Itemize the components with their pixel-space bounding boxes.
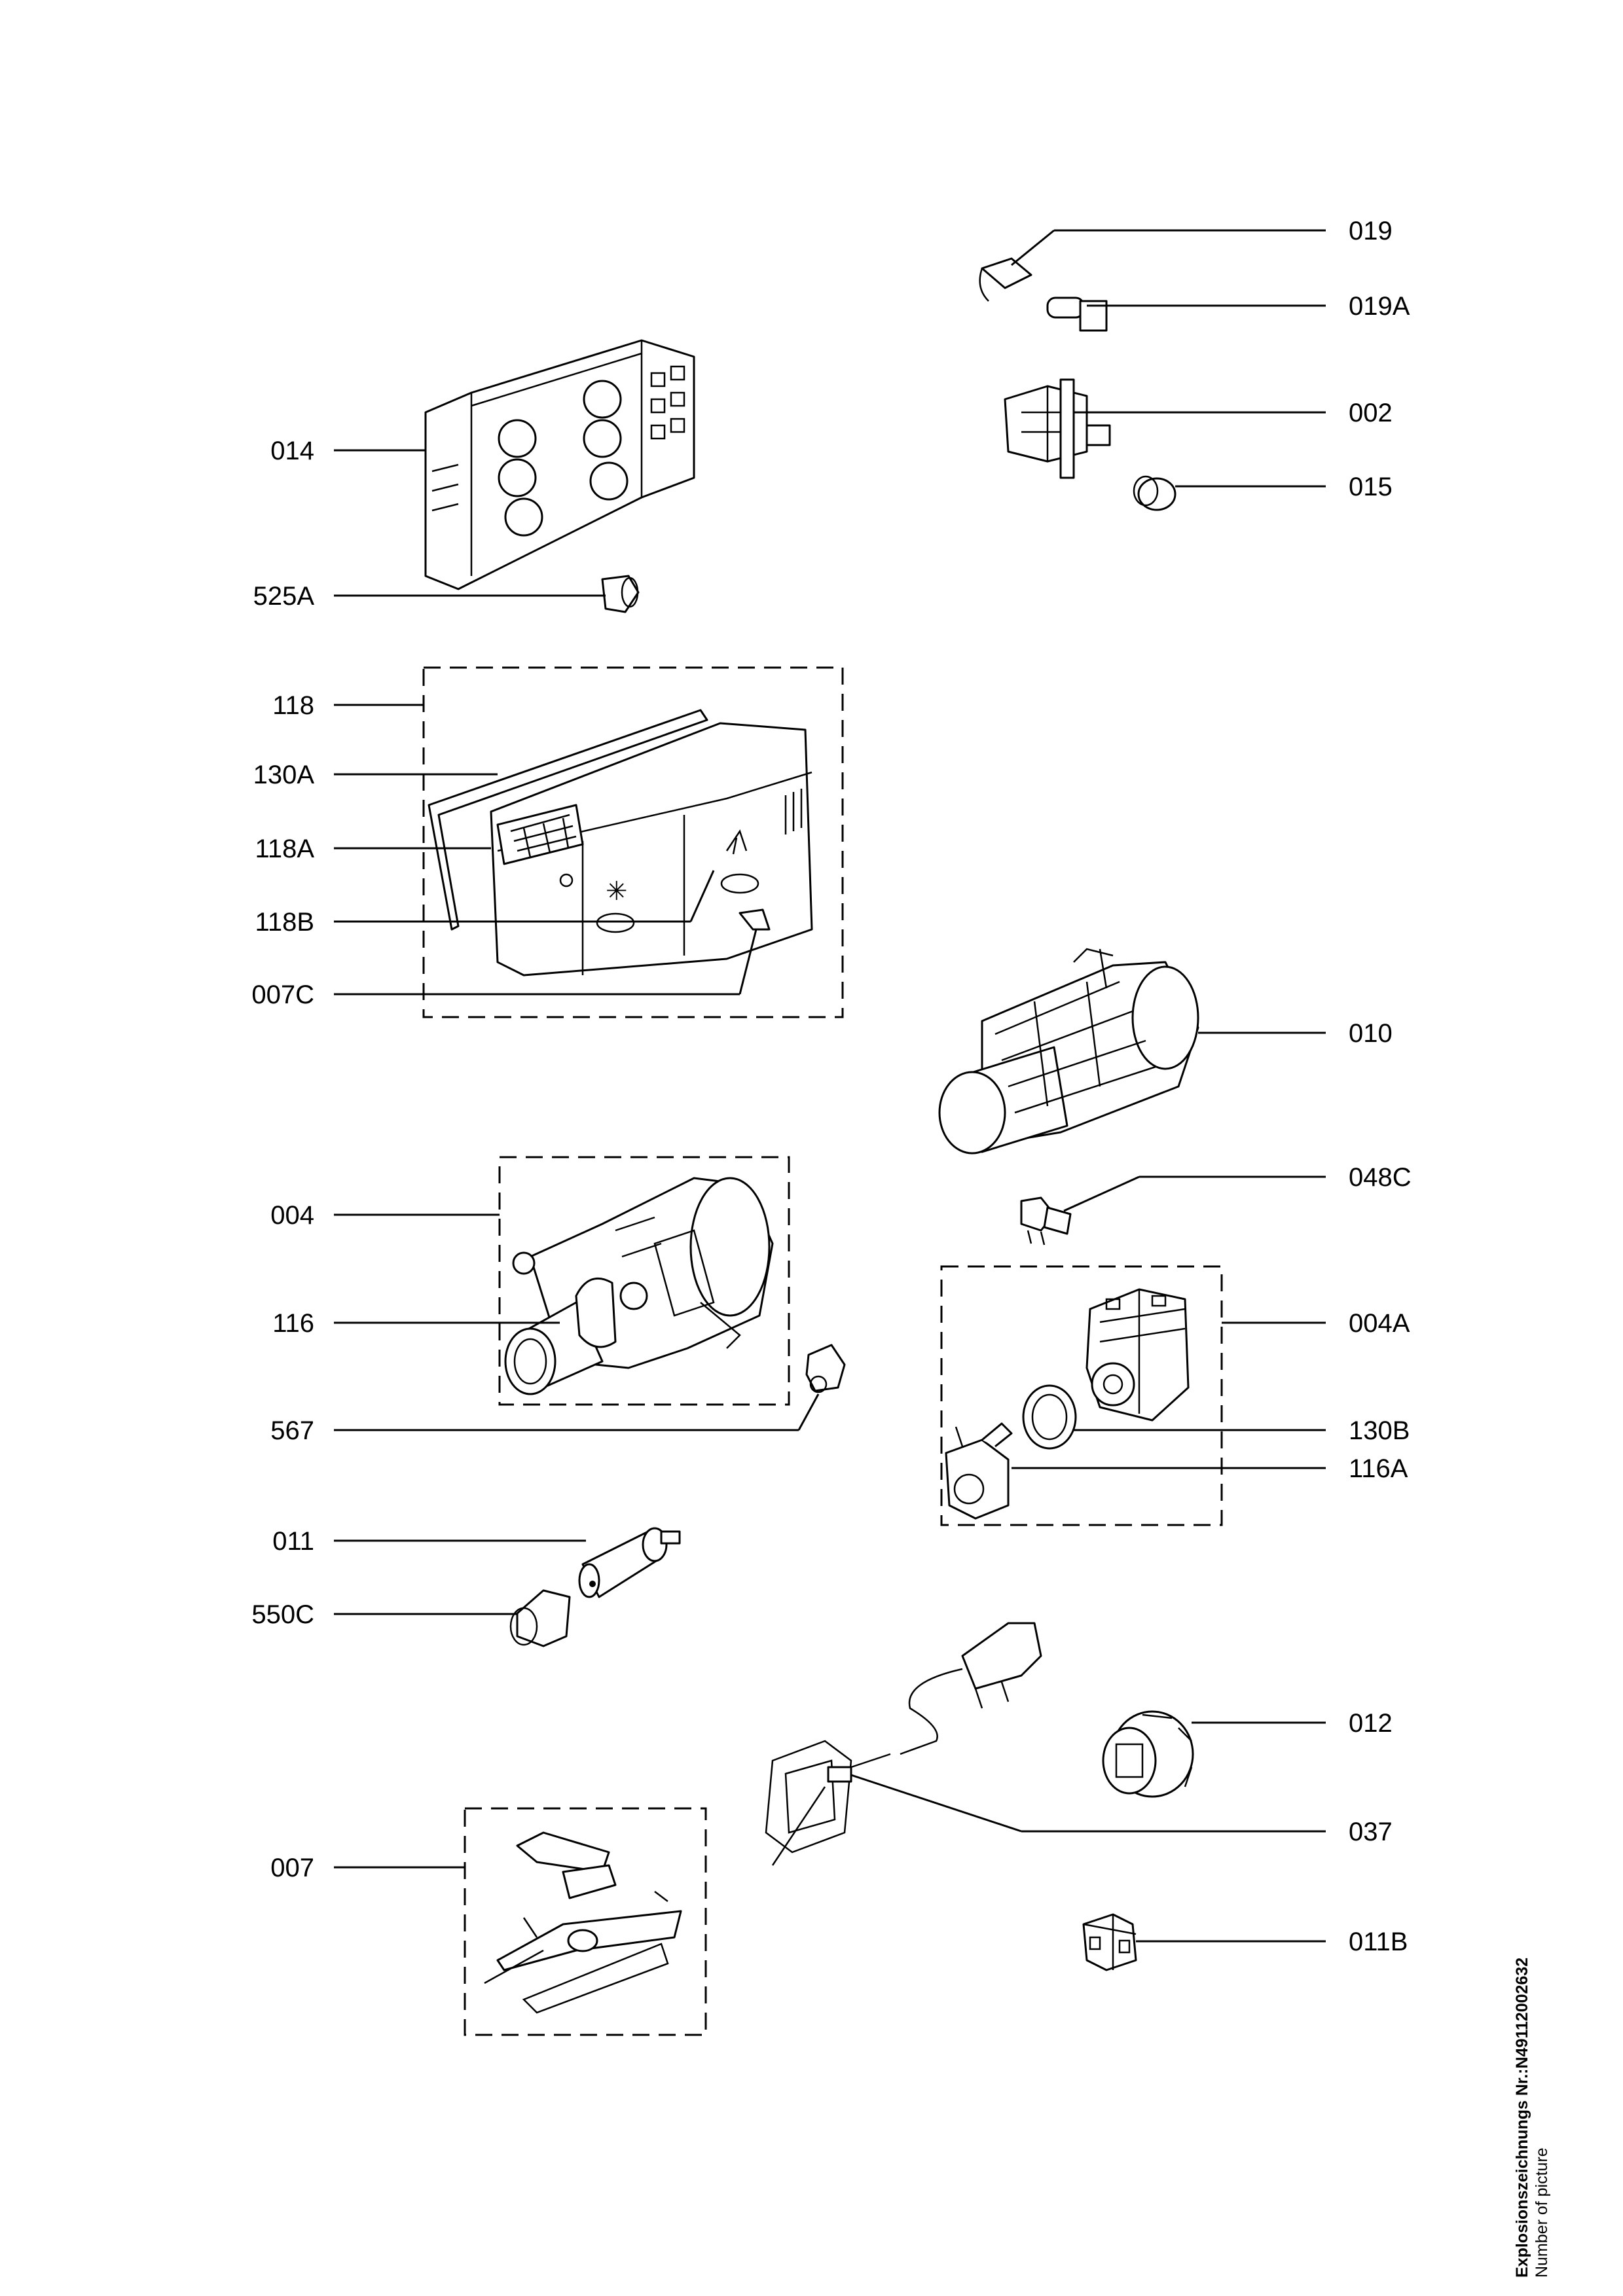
label-002: 002	[1349, 399, 1393, 427]
label-015: 015	[1349, 473, 1393, 501]
label-011: 011	[272, 1527, 314, 1556]
part-011b-relay	[1082, 1913, 1137, 1971]
caption-subtitle: Number of picture	[1533, 2147, 1551, 2278]
label-118b: 118B	[255, 908, 314, 937]
group-box-007	[464, 1807, 707, 2036]
caption-drawing-number: Explosionszeichnungs Nr.:N49112002632	[1513, 1957, 1531, 2278]
label-525a: 525A	[253, 582, 315, 611]
label-010: 010	[1349, 1019, 1393, 1048]
part-007-spray-arm	[484, 1831, 682, 2014]
part-010-heater	[938, 948, 1199, 1155]
part-labels: 019 019A 002 015 014 525A 118 130A 118A …	[251, 217, 1411, 1956]
picture-number-caption: Explosionszeichnungs Nr.:N49112002632 Nu…	[1512, 1958, 1552, 2278]
label-567: 567	[270, 1416, 314, 1445]
part-048c-sensor	[1020, 1196, 1072, 1246]
part-004a-unit	[1085, 1288, 1190, 1422]
svg-text:✳: ✳	[606, 877, 628, 906]
label-116: 116	[272, 1309, 314, 1338]
label-550c: 550C	[251, 1600, 314, 1629]
label-048c: 048C	[1349, 1163, 1412, 1192]
part-550c-cap	[509, 1589, 571, 1647]
label-118: 118	[272, 691, 314, 720]
part-118-dispenser: ✳	[428, 709, 813, 977]
label-011b: 011B	[1349, 1928, 1408, 1956]
part-004-pump	[504, 1177, 774, 1395]
part-015-cap	[1133, 475, 1176, 511]
part-002-switch	[1004, 378, 1111, 479]
group-box-004	[498, 1156, 790, 1406]
part-525a-knob	[601, 575, 640, 613]
leader-lines	[334, 229, 1326, 1943]
part-014-control-module	[424, 339, 695, 590]
label-004: 004	[270, 1201, 314, 1230]
part-037-cable	[765, 1622, 1042, 1866]
label-019: 019	[1349, 217, 1393, 245]
part-012-knob	[1102, 1710, 1194, 1798]
part-116a-valve	[945, 1422, 1013, 1520]
label-116a: 116A	[1349, 1454, 1408, 1483]
label-019a: 019A	[1349, 292, 1410, 321]
part-130b-gasket	[1022, 1384, 1077, 1450]
group-box-004a	[940, 1265, 1223, 1526]
label-130b: 130B	[1349, 1416, 1410, 1445]
label-007: 007	[270, 1854, 314, 1882]
label-004a: 004A	[1349, 1309, 1410, 1338]
label-118a: 118A	[255, 834, 315, 863]
part-011-filter	[578, 1527, 681, 1598]
part-019a-pin	[1046, 296, 1108, 332]
part-019-clip	[979, 257, 1032, 302]
label-037: 037	[1349, 1818, 1393, 1846]
label-130a: 130A	[253, 761, 315, 789]
label-007c: 007C	[251, 980, 314, 1009]
group-box-118	[422, 666, 844, 1018]
label-012: 012	[1349, 1709, 1393, 1738]
label-014: 014	[270, 437, 314, 465]
part-567-clamp	[805, 1344, 846, 1393]
